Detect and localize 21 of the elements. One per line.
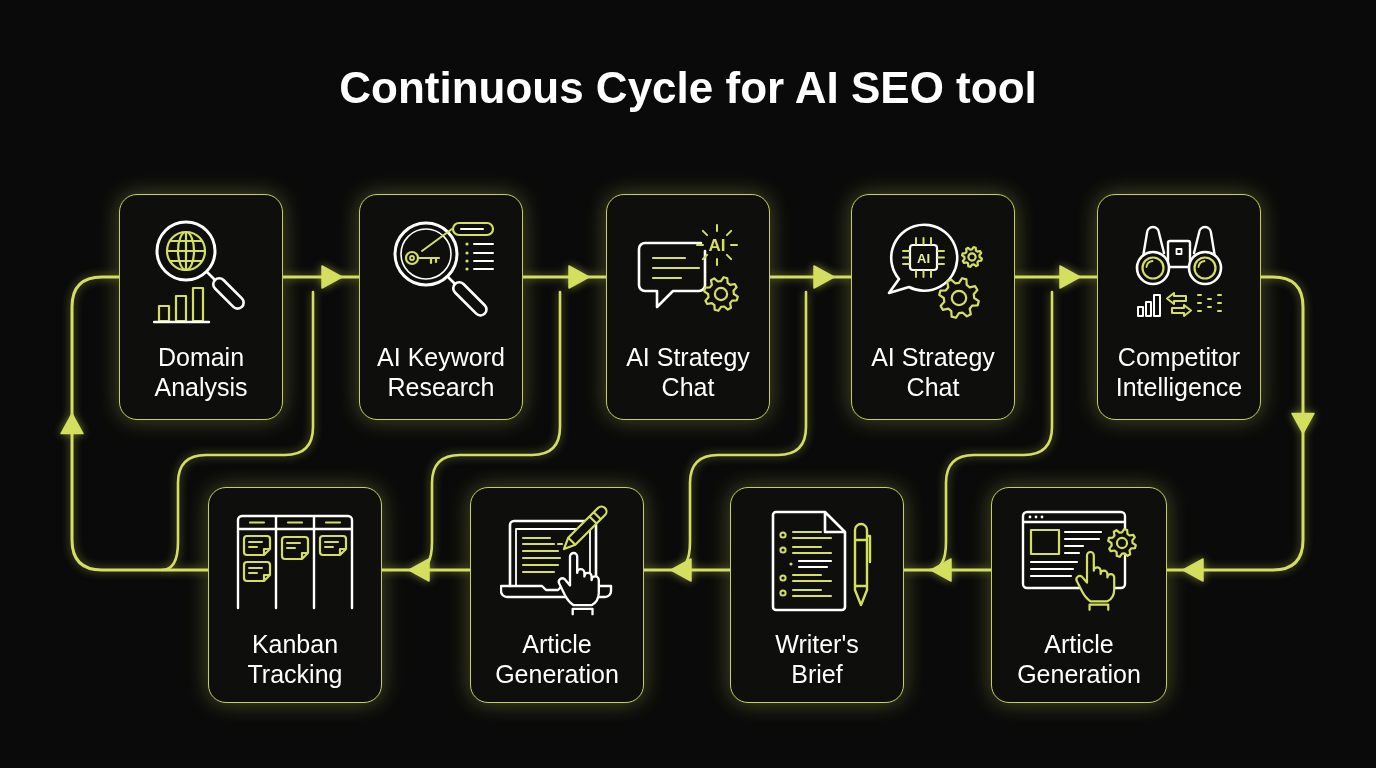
step-card (851, 194, 1015, 420)
diagram-title: Continuous Cycle for AI SEO tool (339, 62, 1037, 114)
step-card (119, 194, 283, 420)
step-card (208, 487, 382, 703)
step-card (991, 487, 1167, 703)
step-label: Article Generation (1016, 629, 1142, 689)
step-label: Kanban Tracking (246, 629, 344, 689)
step-label: AI Keyword Research (376, 342, 506, 402)
step-card (606, 194, 770, 420)
step-label: AI Strategy Chat (625, 342, 751, 402)
step-label: Writer's Brief (774, 629, 860, 689)
step-label: Article Generation (494, 629, 620, 689)
step-label: Competitor Intelligence (1114, 342, 1244, 402)
step-label: Domain Analysis (153, 342, 249, 402)
step-card (1097, 194, 1261, 420)
step-card (470, 487, 644, 703)
icon-text: AI (917, 251, 930, 264)
icon-text: AI (708, 236, 726, 254)
step-card (359, 194, 523, 420)
step-card (730, 487, 904, 703)
step-label: AI Strategy Chat (870, 342, 996, 402)
